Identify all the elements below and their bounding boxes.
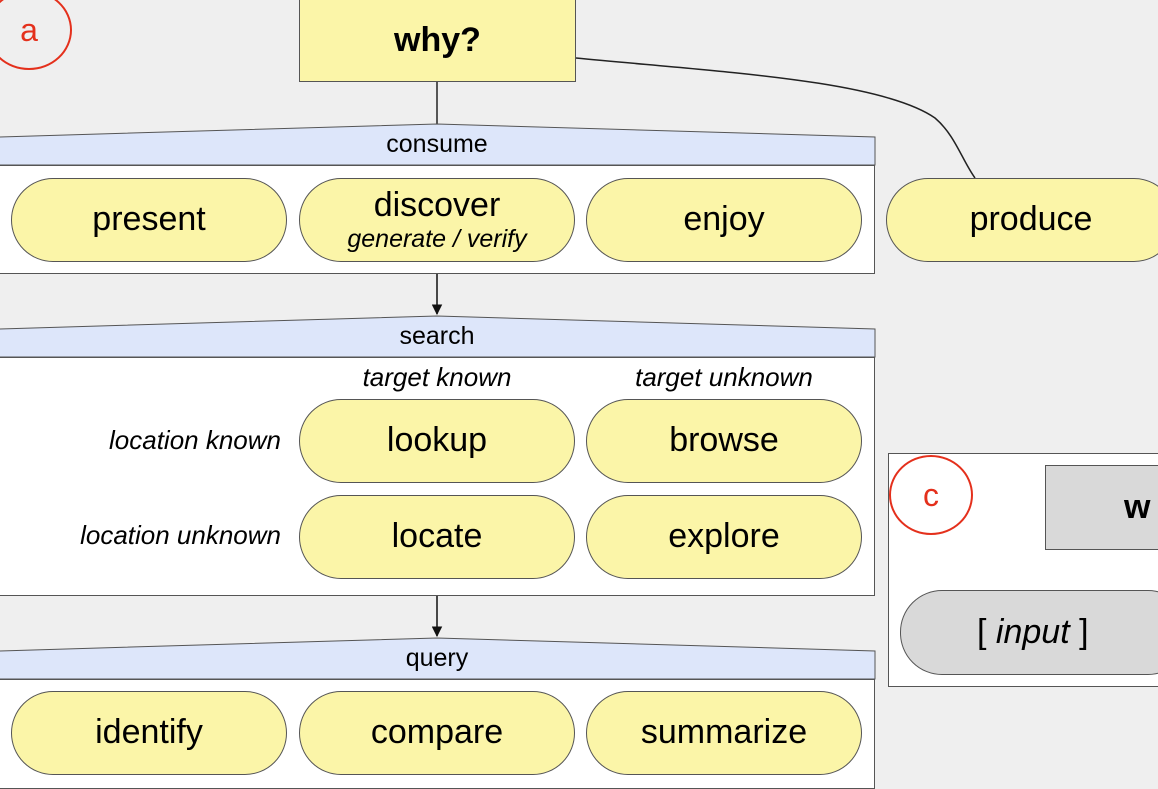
discover-label: discover xyxy=(373,186,501,225)
enjoy-node: enjoy xyxy=(586,178,862,262)
lookup-node: lookup xyxy=(299,399,575,483)
panel-c-marker-text: c xyxy=(923,476,939,513)
present-node: present xyxy=(11,178,287,262)
query-header: query xyxy=(405,644,469,672)
present-label: present xyxy=(92,200,206,239)
locate-node: locate xyxy=(299,495,575,579)
discover-node: discover generate / verify xyxy=(299,178,575,262)
query-header-tab xyxy=(0,637,876,680)
root-produce-curve xyxy=(575,57,976,179)
panel-a-marker-text: a xyxy=(20,11,38,48)
compare-node: compare xyxy=(299,691,575,775)
summarize-label: summarize xyxy=(640,713,808,752)
input-close-bracket: ] xyxy=(1069,612,1089,651)
enjoy-label: enjoy xyxy=(683,200,765,239)
produce-label: produce xyxy=(969,200,1093,239)
input-word: input xyxy=(995,612,1070,651)
consume-header-tab xyxy=(0,123,876,166)
locate-label: locate xyxy=(391,517,483,556)
browse-node: browse xyxy=(586,399,862,483)
panel-c-root-node: w xyxy=(1045,465,1158,550)
explore-node: explore xyxy=(586,495,862,579)
search-header-tab xyxy=(0,315,876,358)
row-label-location-known: location known xyxy=(109,425,281,455)
search-header: search xyxy=(399,322,475,350)
explore-label: explore xyxy=(668,517,780,556)
discover-sublabel: generate / verify xyxy=(347,224,527,253)
compare-label: compare xyxy=(370,713,504,752)
identify-label: identify xyxy=(95,713,203,752)
produce-node: produce xyxy=(886,178,1158,262)
col-label-target-known: target known xyxy=(362,362,512,392)
why-root-label: why? xyxy=(394,20,481,59)
col-label-target-unknown: target unknown xyxy=(635,362,813,392)
browse-label: browse xyxy=(669,421,779,460)
lookup-label: lookup xyxy=(386,421,488,460)
panel-a-marker: a xyxy=(0,0,72,70)
identify-node: identify xyxy=(11,691,287,775)
why-root-node: why? xyxy=(299,0,576,82)
input-node: [ input ] xyxy=(900,590,1158,675)
summarize-node: summarize xyxy=(586,691,862,775)
input-open-bracket: [ xyxy=(977,612,996,651)
panel-c-marker: c xyxy=(889,455,973,535)
row-label-location-unknown: location unknown xyxy=(80,520,281,550)
panel-c-root-label: w xyxy=(1124,488,1151,526)
consume-header: consume xyxy=(386,130,488,158)
